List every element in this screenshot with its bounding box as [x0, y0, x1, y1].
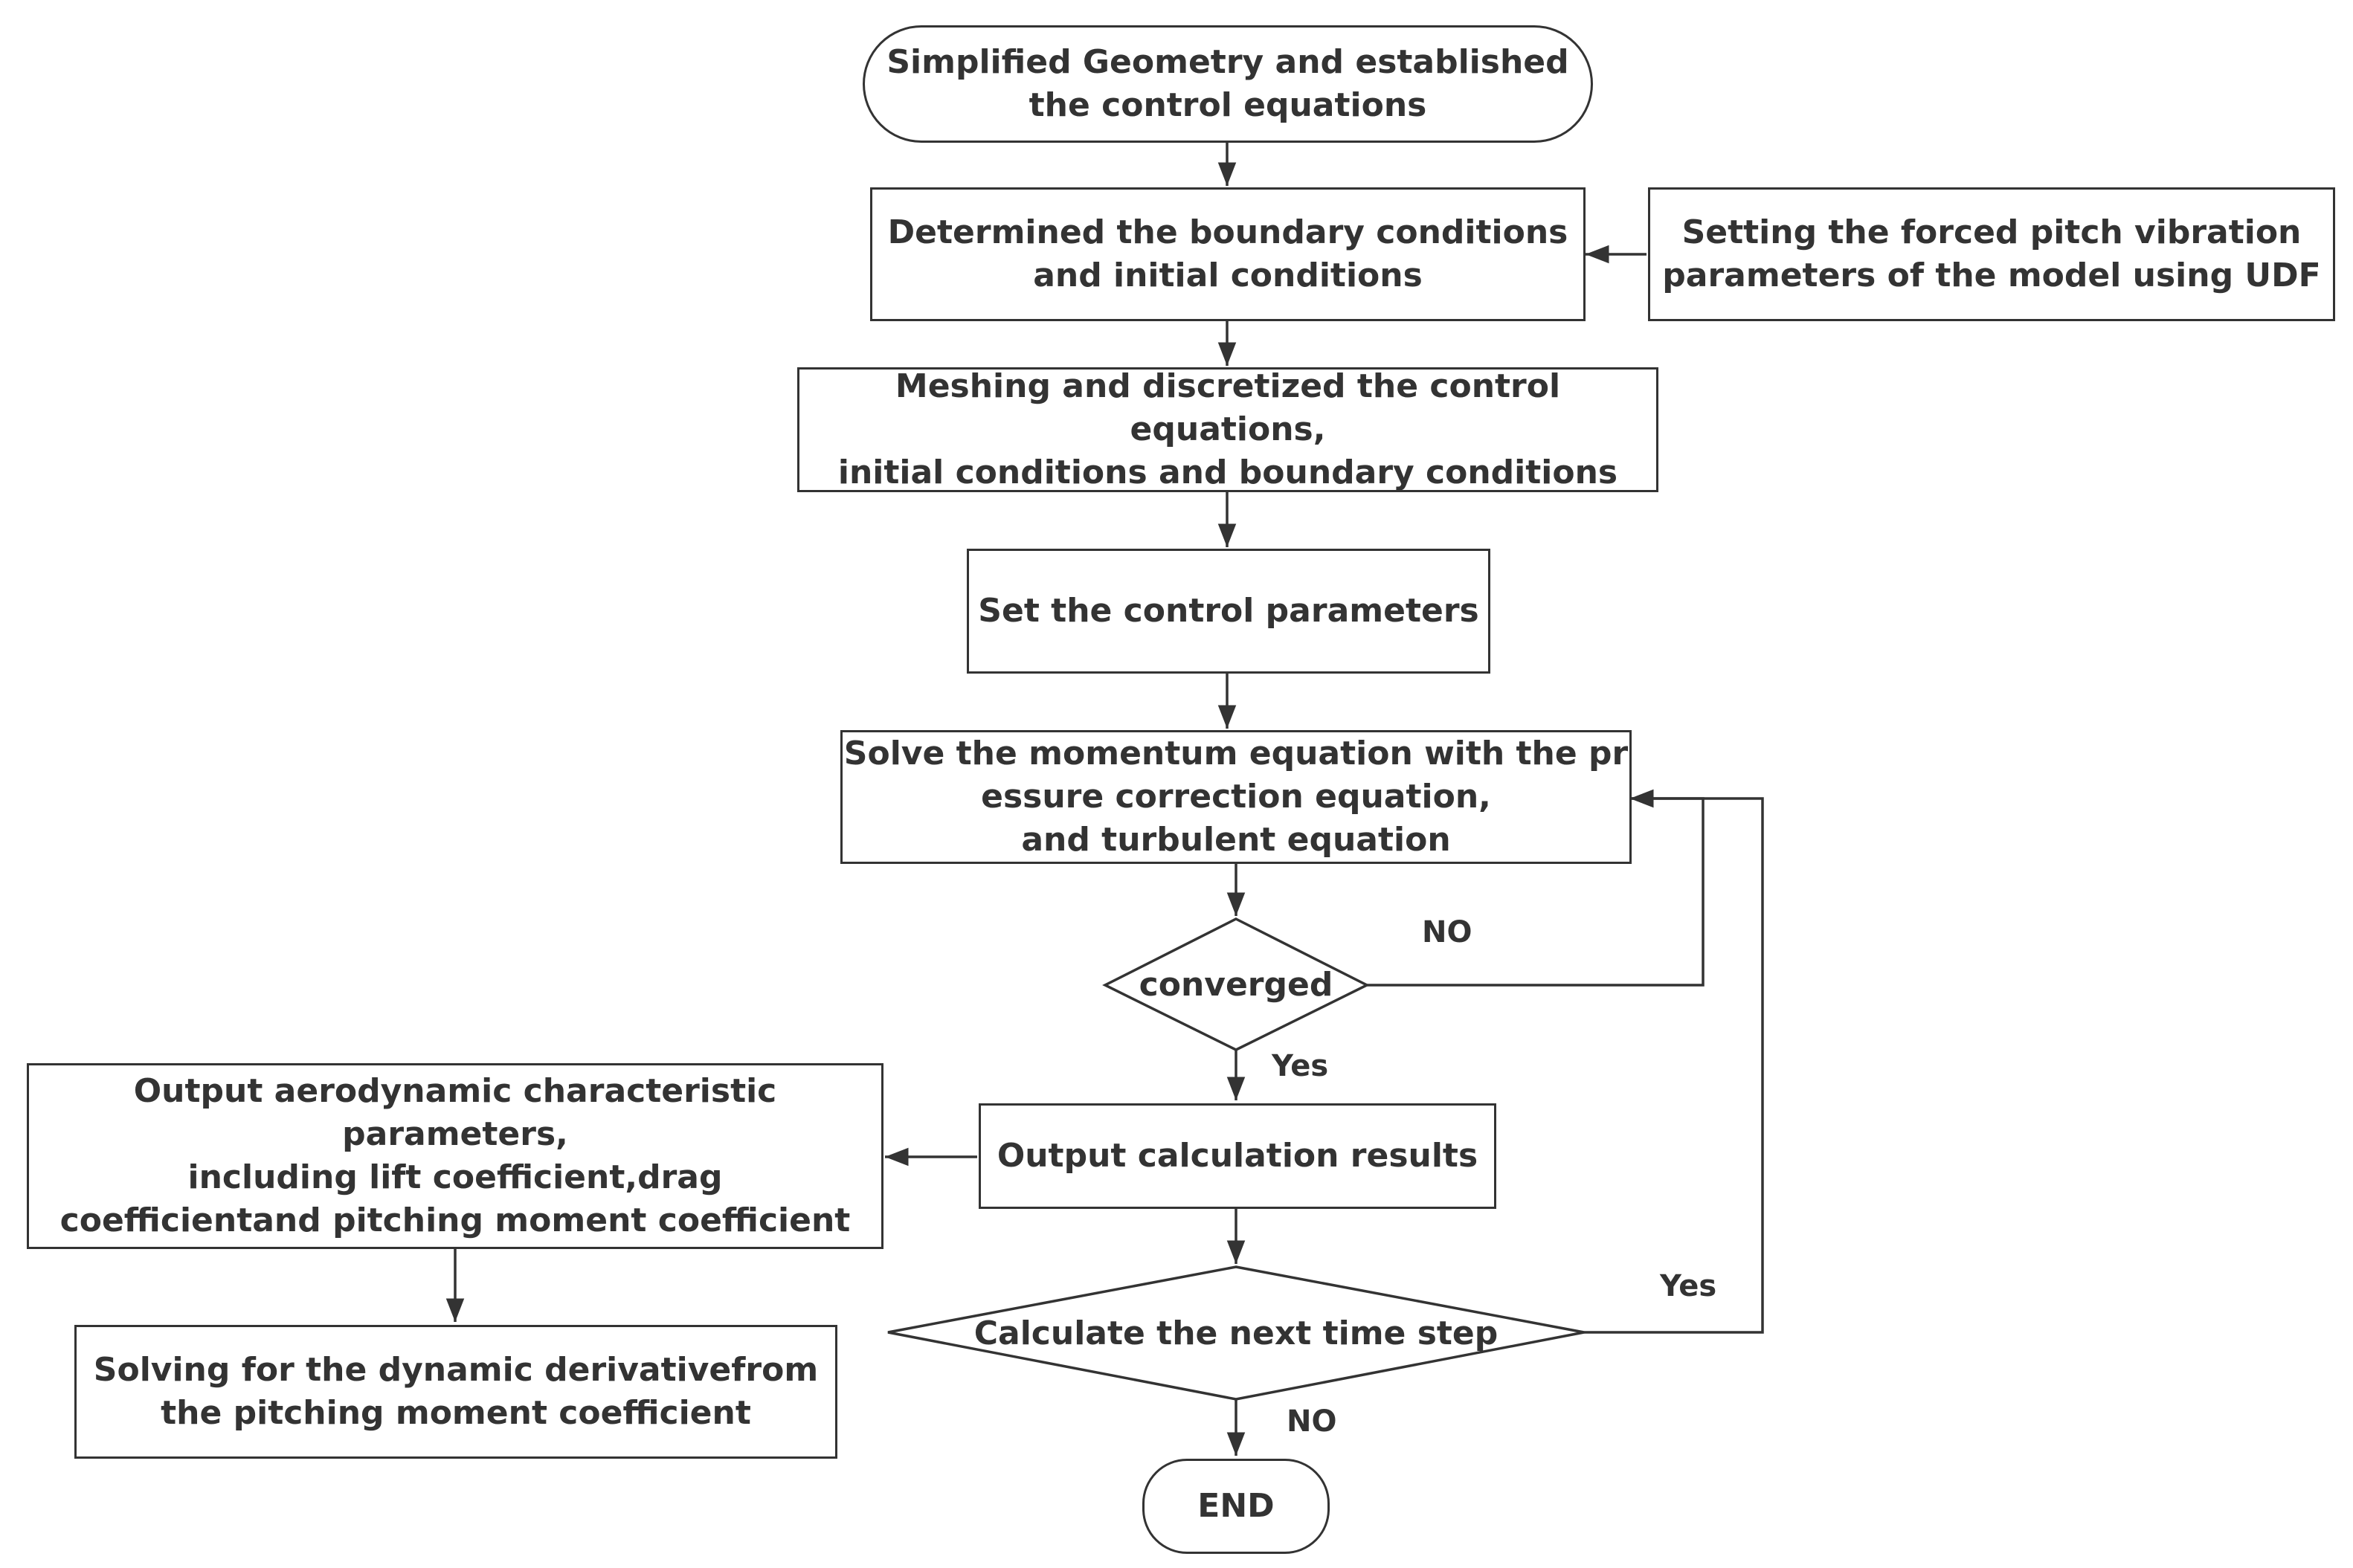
next-step-yes-label: Yes — [1660, 1269, 1717, 1303]
output-results-label: Output calculation results — [997, 1137, 1478, 1175]
control-parameters-box: Set the control parameters — [967, 549, 1490, 674]
start-terminal: Simplified Geometry and established the … — [863, 25, 1593, 143]
end-terminal-label: END — [1197, 1487, 1275, 1525]
converged-decision-label: converged — [1139, 965, 1333, 1004]
meshing-label: Meshing and discretized the control equa… — [837, 367, 1618, 491]
converged-diamond — [1102, 917, 1370, 1051]
next-step-decision-label: Calculate the next time step — [973, 1314, 1499, 1352]
aero-parameters-box: Output aerodynamic characteristic parame… — [27, 1063, 883, 1249]
boundary-conditions-label: Determined the boundary conditions and i… — [887, 213, 1568, 294]
next-step-diamond — [887, 1265, 1585, 1401]
arrow-next-step-yes-loop — [1584, 789, 1764, 1334]
udf-parameters-label: Setting the forced pitch vibration param… — [1662, 213, 2321, 294]
converged-no-label: NO — [1422, 915, 1472, 949]
solve-equations-box: Solve the momentum equation with the pr … — [840, 730, 1632, 864]
boundary-conditions-box: Determined the boundary conditions and i… — [870, 187, 1586, 321]
dynamic-derivative-label: Solving for the dynamic derivativefrom t… — [93, 1351, 819, 1432]
start-terminal-label: Simplified Geometry and established the … — [886, 43, 1569, 124]
output-results-box: Output calculation results — [979, 1103, 1496, 1209]
aero-parameters-label: Output aerodynamic characteristic parame… — [59, 1072, 851, 1239]
solve-equations-label: Solve the momentum equation with the pr … — [843, 735, 1629, 859]
end-terminal: END — [1142, 1459, 1330, 1554]
dynamic-derivative-box: Solving for the dynamic derivativefrom t… — [74, 1325, 837, 1459]
next-step-no-label: NO — [1287, 1404, 1337, 1439]
udf-parameters-box: Setting the forced pitch vibration param… — [1648, 187, 2335, 321]
converged-yes-label: Yes — [1272, 1049, 1329, 1083]
control-parameters-label: Set the control parameters — [978, 592, 1479, 630]
meshing-box: Meshing and discretized the control equa… — [797, 367, 1658, 492]
